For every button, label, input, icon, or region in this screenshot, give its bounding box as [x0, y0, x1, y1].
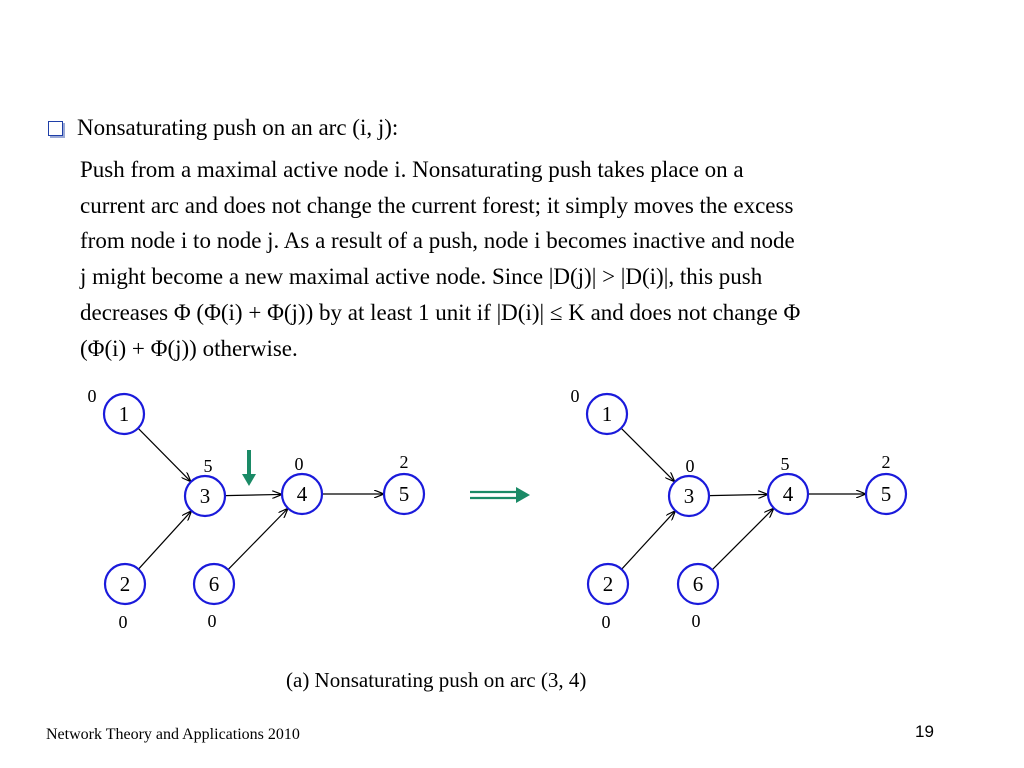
node-3-circle	[667, 474, 711, 518]
node-5-label: 5	[399, 482, 410, 506]
graph-after: 1 0 2 0 3 0 4 5 5 2 6 0	[571, 386, 908, 632]
node-4-circle	[766, 472, 810, 516]
node-5-circle	[382, 472, 426, 516]
node-1-circle	[102, 392, 146, 436]
node-5-circle	[864, 472, 908, 516]
node-5-excess: 2	[882, 452, 891, 472]
paragraph-line: from node i to node j. As a result of a …	[80, 228, 795, 254]
node-1-excess: 0	[571, 386, 580, 406]
node-1-label: 1	[602, 402, 613, 426]
paragraph-line: decreases Φ (Φ(i) + Φ(j)) by at least 1 …	[80, 299, 801, 325]
paragraph-line: (Φ(i) + Φ(j)) otherwise.	[80, 335, 298, 361]
slide-heading: Nonsaturating push on an arc (i, j):	[48, 112, 398, 144]
checkbox-bullet-icon	[48, 120, 63, 136]
node-1-excess: 0	[88, 386, 97, 406]
arc-6-4	[227, 509, 287, 571]
arc-1-3	[620, 427, 674, 481]
graph-before: 1 0 2 0 3 5 4 0 5 2 6 0	[88, 386, 426, 632]
node-6-excess: 0	[208, 611, 217, 631]
node-1-circle	[585, 392, 629, 436]
node-4-label: 4	[297, 482, 308, 506]
node-4-excess: 0	[295, 454, 304, 474]
heading-text: Nonsaturating push on an arc (i, j):	[77, 115, 399, 140]
node-3-excess: 0	[686, 456, 695, 476]
arc-2-3	[621, 511, 675, 570]
paragraph-line: current arc and does not change the curr…	[80, 192, 794, 218]
node-6-label: 6	[209, 572, 220, 596]
paragraph-line: Push from a maximal active node i. Nonsa…	[80, 157, 744, 182]
node-3-label: 3	[684, 484, 695, 508]
node-2-excess: 0	[602, 612, 611, 632]
arc-3-4	[708, 494, 767, 495]
explanation-paragraph: Push from a maximal active node i. Nonsa…	[80, 152, 985, 366]
arc-1-3	[137, 427, 190, 481]
node-5-excess: 2	[400, 452, 409, 472]
arc-2-3	[138, 512, 190, 570]
arc-3-4	[224, 494, 281, 495]
node-4-excess: 5	[781, 454, 790, 474]
node-2-label: 2	[120, 572, 131, 596]
arc-6-4	[711, 509, 773, 571]
node-3-label: 3	[200, 484, 211, 508]
node-2-label: 2	[603, 572, 614, 596]
page-number: 19	[915, 722, 934, 741]
figure-caption: (a) Nonsaturating push on arc (3, 4)	[286, 668, 587, 692]
node-4-circle	[280, 472, 324, 516]
node-1-label: 1	[119, 402, 130, 426]
node-3-excess: 5	[204, 456, 213, 476]
node-2-excess: 0	[119, 612, 128, 632]
node-2-circle	[103, 562, 147, 606]
paragraph-line: j might become a new maximal active node…	[80, 264, 763, 290]
node-6-excess: 0	[692, 611, 701, 631]
node-6-circle	[676, 562, 720, 606]
node-4-label: 4	[783, 482, 794, 506]
node-6-circle	[192, 562, 236, 606]
footer-text: Network Theory and Applications 2010	[46, 726, 300, 743]
push-indicator-arrowhead	[242, 474, 256, 486]
transition-arrow	[470, 487, 530, 503]
node-2-circle	[586, 562, 630, 606]
node-6-label: 6	[693, 572, 704, 596]
node-5-label: 5	[881, 482, 892, 506]
node-3-circle	[183, 474, 227, 518]
